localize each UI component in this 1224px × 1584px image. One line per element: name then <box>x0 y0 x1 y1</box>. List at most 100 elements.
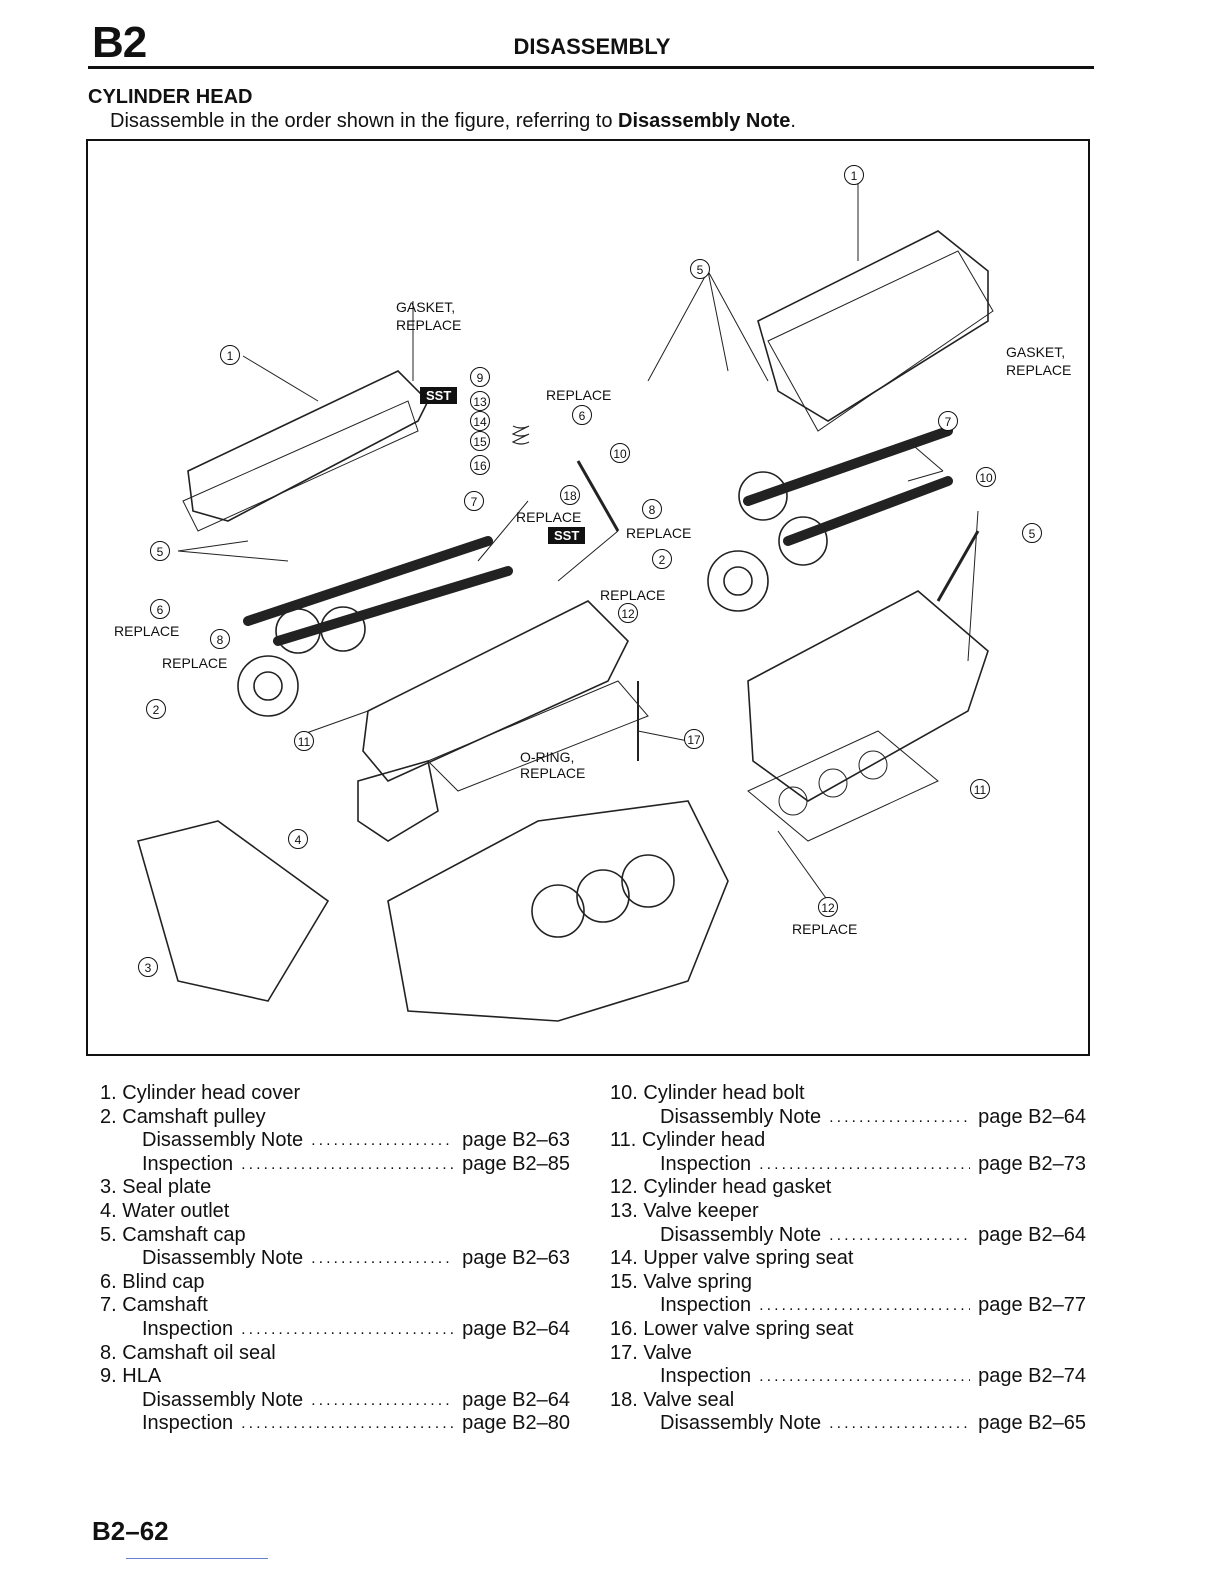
replace-label-8: REPLACE <box>162 655 228 671</box>
replace-label-18: REPLACE <box>516 509 582 525</box>
callout-4: 4 <box>288 829 308 849</box>
callout-12-bottom: 12 <box>818 897 838 917</box>
callout-6-left: 6 <box>150 599 170 619</box>
right-camshaft-2 <box>783 476 953 546</box>
part-number: 13. <box>610 1199 638 1222</box>
part-name: HLA <box>122 1365 162 1388</box>
dot-leader <box>241 1153 454 1177</box>
intro-suffix: . <box>790 110 796 132</box>
left-camshaft-1 <box>243 536 493 626</box>
part-name: Cylinder head gasket <box>643 1176 832 1199</box>
part-label: 4. Water outlet <box>100 1200 229 1224</box>
valve-spring <box>511 425 530 445</box>
part-name: Lower valve spring seat <box>643 1317 854 1340</box>
reference-label: Disassembly Note <box>142 1129 304 1152</box>
part-label: 17. Valve <box>610 1342 692 1366</box>
part-item: 14. Upper valve spring seat <box>610 1247 1086 1271</box>
reference-label: Disassembly Note <box>660 1412 822 1435</box>
part-reference: Disassembly Notepage B2–64 <box>610 1224 1086 1248</box>
sst-badge-1: SST <box>420 387 458 404</box>
gasket-bore-1 <box>778 786 808 816</box>
callout-3: 3 <box>138 957 158 977</box>
intro-text: Disassemble in the order shown in the fi… <box>110 110 796 133</box>
replace-label-8-top: REPLACE <box>626 525 692 541</box>
reference-page: page B2–74 <box>978 1365 1086 1388</box>
gasket-bore-3 <box>858 750 888 780</box>
dot-leader <box>829 1224 970 1248</box>
part-name: Valve seal <box>643 1388 735 1411</box>
dot-leader <box>829 1106 970 1130</box>
part-label: 1. Cylinder head cover <box>100 1082 300 1106</box>
part-reference: Disassembly Notepage B2–63 <box>100 1129 570 1153</box>
left-head-cover <box>187 370 429 522</box>
part-name: Camshaft pulley <box>122 1105 266 1128</box>
reference-label: Inspection <box>660 1294 752 1317</box>
part-label: 3. Seal plate <box>100 1176 211 1200</box>
right-head-cover <box>757 230 989 422</box>
reference-label: Inspection <box>660 1365 752 1388</box>
part-item: 8. Camshaft oil seal <box>100 1342 570 1366</box>
left-pulley <box>237 655 299 717</box>
right-head-gasket <box>747 730 939 842</box>
intro-prefix: Disassemble in the order shown in the fi… <box>110 110 619 132</box>
part-item: 15. Valve spring <box>610 1271 1086 1295</box>
part-reference: Disassembly Note page B2–64 <box>610 1106 1086 1130</box>
reference-label: Disassembly Note <box>660 1105 822 1128</box>
part-name: Upper valve spring seat <box>643 1247 854 1270</box>
part-label: 18. Valve seal <box>610 1389 734 1413</box>
callout-10-left: 10 <box>610 443 630 463</box>
callout-8-right: 8 <box>642 499 662 519</box>
part-item: 1. Cylinder head cover <box>100 1082 570 1106</box>
replace-label-12: REPLACE <box>600 587 666 603</box>
part-reference: Inspection page B2–77 <box>610 1294 1086 1318</box>
part-name: Blind cap <box>122 1270 205 1293</box>
replace-label-6: REPLACE <box>114 623 180 639</box>
callout-6-right: 6 <box>572 405 592 425</box>
reference-page: page B2–63 <box>462 1247 570 1270</box>
exploded-diagram: GASKET, REPLACE GASKET, REPLACE REPLACE … <box>86 139 1090 1056</box>
part-label: 5. Camshaft cap <box>100 1224 246 1248</box>
part-item: 2. Camshaft pulley <box>100 1106 570 1130</box>
dot-leader <box>311 1389 454 1413</box>
part-number: 14. <box>610 1247 638 1270</box>
page-title: DISASSEMBLY <box>513 34 671 59</box>
callout-9: 9 <box>470 367 490 387</box>
right-cylinder-head <box>747 590 989 802</box>
part-reference: Inspectionpage B2–80 <box>100 1412 570 1436</box>
part-item: 11. Cylinder head <box>610 1129 1086 1153</box>
callout-5-left: 5 <box>150 541 170 561</box>
part-item: 6. Blind cap <box>100 1271 570 1295</box>
part-reference: Disassembly Note page B2–63 <box>100 1247 570 1271</box>
callout-1-left: 1 <box>220 345 240 365</box>
gasket-bore-2 <box>818 768 848 798</box>
dot-leader <box>829 1412 970 1436</box>
dot-leader <box>241 1412 454 1436</box>
gasket-replace-left-2: REPLACE <box>396 317 462 333</box>
part-number: 8. <box>100 1341 117 1364</box>
reference-page: page B2–77 <box>978 1294 1086 1317</box>
part-reference: Inspectionpage B2–73 <box>610 1153 1086 1177</box>
left-head-gasket <box>427 680 649 792</box>
dot-leader <box>759 1294 970 1318</box>
part-number: 6. <box>100 1270 117 1293</box>
part-number: 15. <box>610 1270 638 1293</box>
reference-label: Inspection <box>142 1412 234 1435</box>
part-label: 6. Blind cap <box>100 1271 205 1295</box>
dot-leader <box>759 1153 970 1177</box>
reference-page: page B2–64 <box>978 1105 1086 1128</box>
part-label: 7. Camshaft <box>100 1294 208 1318</box>
reference-page: page B2–65 <box>978 1412 1086 1435</box>
callout-5-right: 5 <box>1022 523 1042 543</box>
reference-page: page B2–73 <box>978 1152 1086 1175</box>
reference-label: Disassembly Note <box>142 1247 304 1270</box>
part-name: Valve keeper <box>643 1199 759 1222</box>
part-label: 10. Cylinder head bolt <box>610 1082 805 1106</box>
part-item: 18. Valve seal <box>610 1389 1086 1413</box>
part-number: 9. <box>100 1365 117 1388</box>
footer-rule <box>126 1558 268 1559</box>
callout-2-left: 2 <box>146 699 166 719</box>
part-number: 3. <box>100 1176 117 1199</box>
left-cylinder-head <box>362 600 629 782</box>
right-cover-gasket <box>767 250 994 432</box>
part-item: 12. Cylinder head gasket <box>610 1176 1086 1200</box>
